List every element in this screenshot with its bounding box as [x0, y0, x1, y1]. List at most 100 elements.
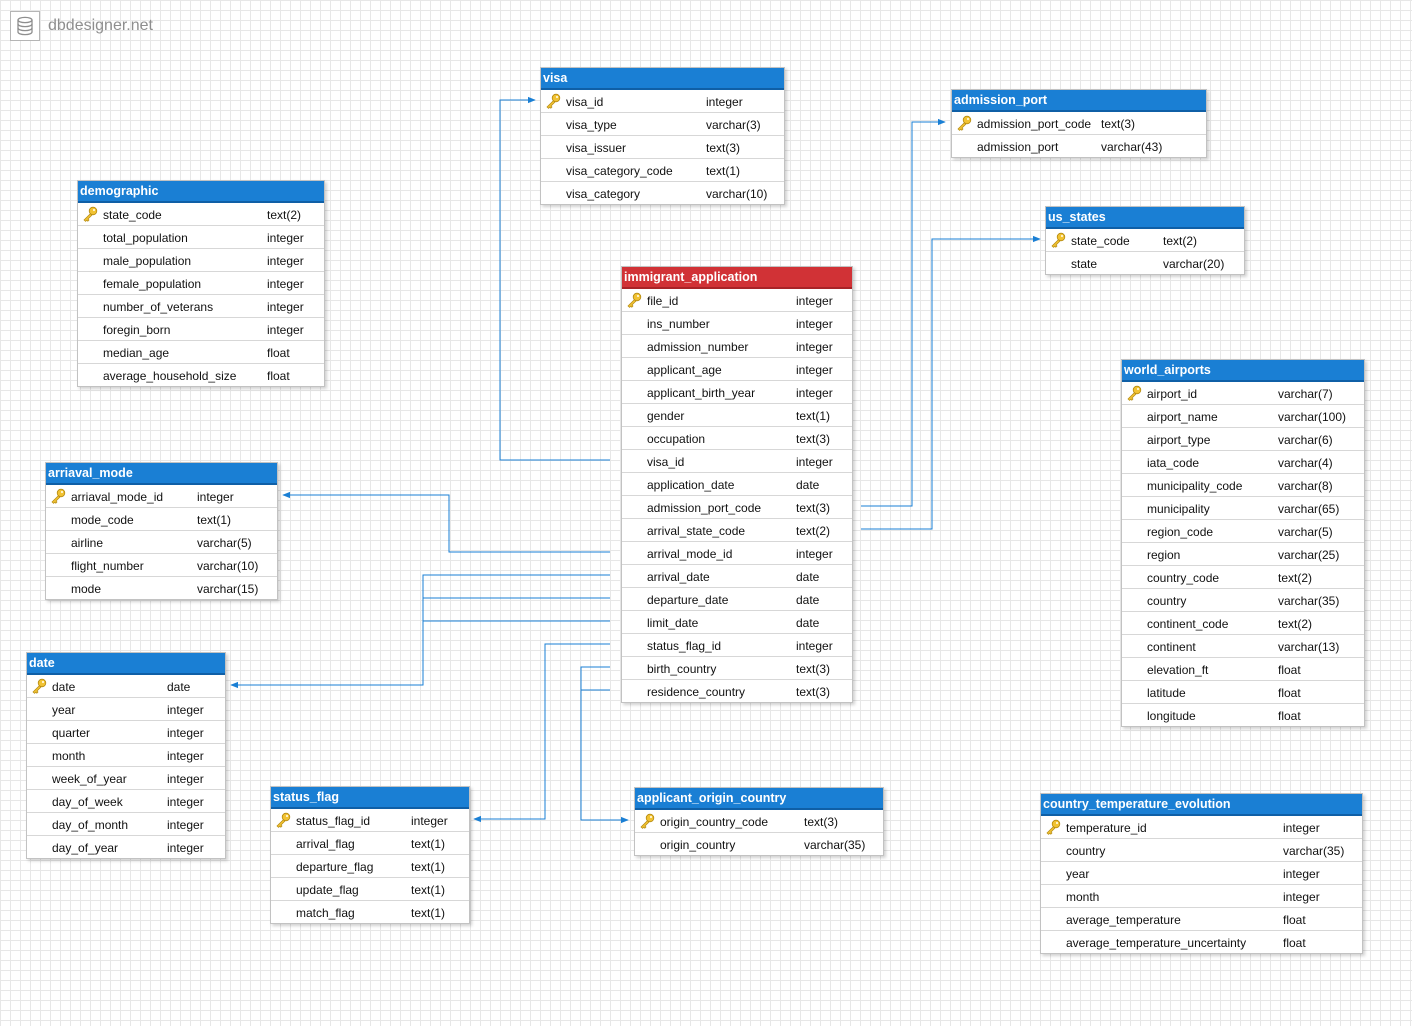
table-title[interactable]: status_flag	[271, 787, 469, 809]
table-title[interactable]: country_temperature_evolution	[1041, 794, 1362, 816]
column-type: text(1)	[411, 906, 446, 920]
table-title[interactable]: world_airports	[1122, 360, 1364, 382]
table-title[interactable]: admission_port	[952, 90, 1206, 112]
table-title[interactable]: us_states	[1046, 207, 1244, 229]
brand-logo[interactable]: dbdesigner.net	[10, 10, 153, 42]
table-title[interactable]: demographic	[78, 181, 324, 203]
table-title[interactable]: date	[27, 653, 225, 675]
table-title[interactable]: immigrant_application	[622, 267, 852, 289]
table-title[interactable]: applicant_origin_country	[635, 788, 883, 810]
table-title[interactable]: visa	[541, 68, 784, 90]
table-title[interactable]: arriaval_mode	[46, 463, 277, 485]
